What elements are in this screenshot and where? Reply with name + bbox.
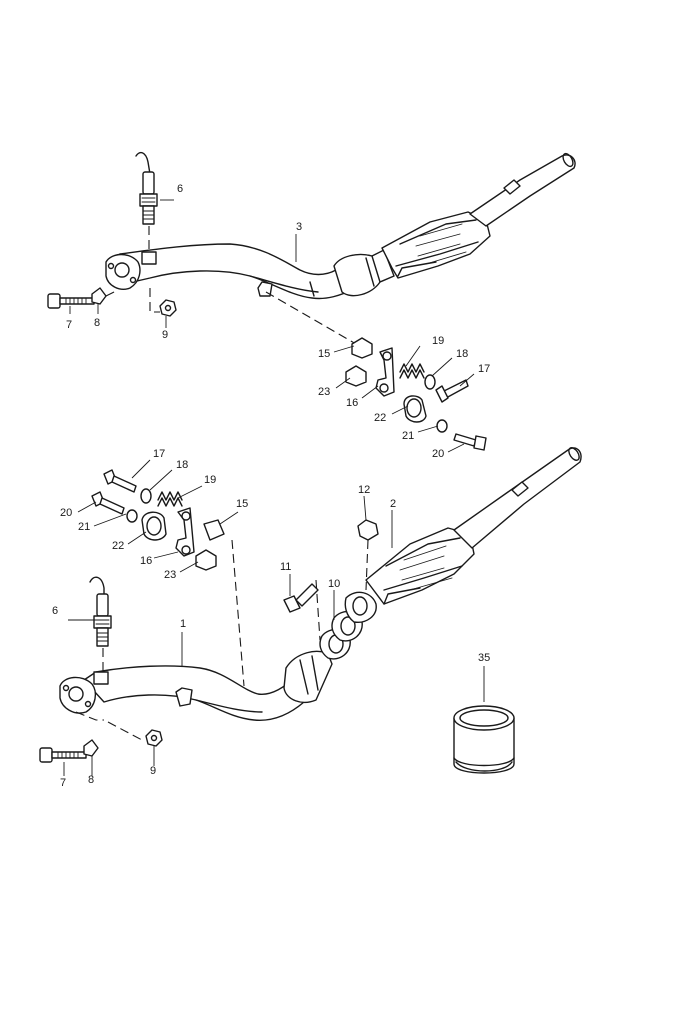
top-flange-fasteners (47, 287, 177, 317)
bottom-mount-guide (231, 539, 245, 687)
label-top-19: 19 (432, 335, 444, 347)
label-top-20: 20 (432, 448, 444, 460)
label-bottom-20: 20 (60, 507, 72, 519)
label-top-22: 22 (374, 412, 386, 424)
label-bottom-6: 6 (52, 605, 58, 617)
top-catalytic-converter (333, 152, 576, 297)
top-exhaust-pipe (105, 243, 357, 300)
label-top-23: 23 (318, 386, 330, 398)
bottom-oxygen-sensor (89, 576, 112, 672)
bottom-bolt-11 (283, 579, 321, 641)
top-mount-guide (265, 291, 357, 345)
label-top-9: 9 (162, 329, 168, 341)
bottom-flange-fasteners (39, 711, 163, 763)
label-bottom-9: 9 (150, 765, 156, 777)
top-mount-hardware (345, 337, 487, 451)
label-bottom-10: 10 (328, 578, 340, 590)
label-top-15: 15 (318, 348, 330, 360)
part-labels: 6 3 7 8 9 15 19 18 17 23 16 22 21 20 17 … (52, 183, 490, 789)
top-oxygen-sensor (135, 151, 158, 252)
label-bottom-21: 21 (78, 521, 90, 533)
label-top-3: 3 (296, 221, 302, 233)
label-bottom-7: 7 (60, 777, 66, 789)
bottom-assembly (39, 447, 582, 763)
bottom-catalytic-converter (283, 447, 582, 704)
label-top-18: 18 (456, 348, 468, 360)
label-top-17: 17 (478, 363, 490, 375)
label-bottom-19: 19 (204, 474, 216, 486)
label-sleeve-35: 35 (478, 652, 490, 664)
label-top-6: 6 (177, 183, 183, 195)
label-bottom-23: 23 (164, 569, 176, 581)
label-bottom-16: 16 (140, 555, 152, 567)
label-bottom-8: 8 (88, 774, 94, 786)
label-top-16: 16 (346, 397, 358, 409)
label-bottom-2: 2 (390, 498, 396, 510)
label-bottom-11: 11 (280, 561, 291, 573)
label-bottom-15: 15 (236, 498, 248, 510)
label-top-8: 8 (94, 317, 100, 329)
bottom-mount-hardware (91, 469, 225, 571)
label-bottom-22: 22 (112, 540, 124, 552)
bottom-exhaust-pipe (59, 665, 319, 721)
top-assembly (47, 151, 576, 451)
label-bottom-12: 12 (358, 484, 370, 496)
leader-lines (63, 199, 485, 776)
label-bottom-17: 17 (153, 448, 165, 460)
label-top-21: 21 (402, 430, 414, 442)
sleeve-35 (453, 705, 515, 774)
label-top-7: 7 (66, 319, 72, 331)
label-bottom-18: 18 (176, 459, 188, 471)
label-bottom-1: 1 (180, 618, 186, 630)
